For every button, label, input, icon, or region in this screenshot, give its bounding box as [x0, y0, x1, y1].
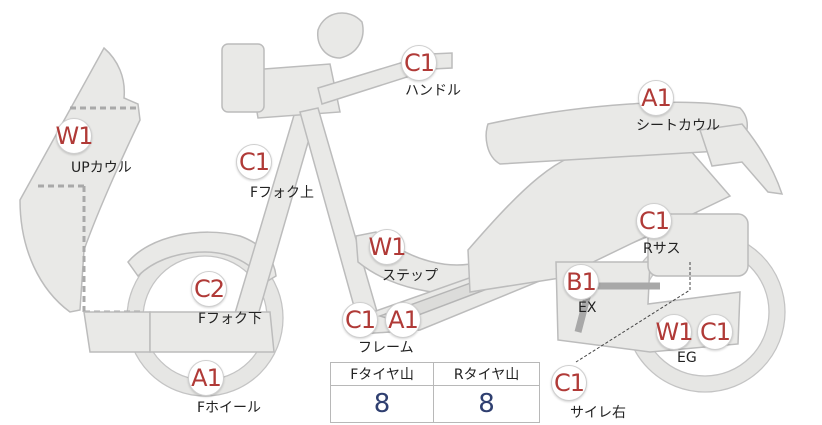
eg-badge-2[interactable]: C1 — [697, 314, 733, 350]
up-cowl-shape — [19, 46, 141, 313]
rear-shock — [647, 213, 749, 277]
handle-label: ハンドル — [405, 83, 461, 99]
ex-badge[interactable]: B1 — [563, 264, 599, 300]
up-cowl-badge[interactable]: W1 — [56, 118, 94, 154]
lower-panel — [149, 311, 275, 353]
frame-label: フレーム — [358, 340, 414, 356]
lower-front-body — [83, 311, 151, 353]
step-badge[interactable]: W1 — [369, 229, 407, 265]
headlight — [221, 43, 265, 113]
r-sus-label: Rサス — [643, 241, 681, 257]
ex-label: EX — [578, 300, 597, 316]
rear-tread-header: Rタイヤ山 — [433, 362, 540, 386]
silencer-leader-line — [575, 262, 691, 363]
tail-cowl — [699, 123, 784, 195]
handle-badge[interactable]: C1 — [401, 45, 437, 81]
up-cowl-label: UPカウル — [71, 160, 132, 176]
step-label: ステップ — [382, 268, 438, 284]
meter-cover — [317, 12, 364, 59]
f-fork-upper-badge[interactable]: C1 — [236, 144, 272, 180]
eg-label: EG — [677, 350, 697, 366]
seat — [485, 101, 748, 165]
frame-badge-1[interactable]: C1 — [342, 302, 378, 338]
tire-tread-table: Fタイヤ山 Rタイヤ山 8 8 — [329, 362, 540, 423]
silencer-right-label: サイレ右 — [570, 405, 626, 421]
seat-cowl-badge[interactable]: A1 — [638, 80, 674, 116]
f-fork-upper-label: Fフォク上 — [250, 185, 315, 201]
eg-badge-1[interactable]: W1 — [656, 314, 694, 350]
f-fork-lower-label: Fフォク下 — [198, 311, 263, 327]
f-fork-lower-badge[interactable]: C2 — [191, 271, 227, 307]
frame-down-tube — [299, 107, 381, 329]
silencer-right-badge[interactable]: C1 — [551, 365, 587, 401]
rear-body — [467, 149, 732, 293]
front-fender — [127, 231, 277, 283]
frame-badge-2[interactable]: A1 — [385, 302, 421, 338]
r-sus-badge[interactable]: C1 — [636, 203, 672, 239]
seat-cowl-label: シートカウル — [636, 118, 720, 134]
f-wheel-badge[interactable]: A1 — [188, 360, 224, 396]
front-tread-value: 8 — [329, 385, 435, 423]
f-wheel-label: Fホイール — [197, 400, 262, 416]
front-tread-header: Fタイヤ山 — [329, 362, 435, 386]
rear-tread-value: 8 — [433, 385, 540, 423]
